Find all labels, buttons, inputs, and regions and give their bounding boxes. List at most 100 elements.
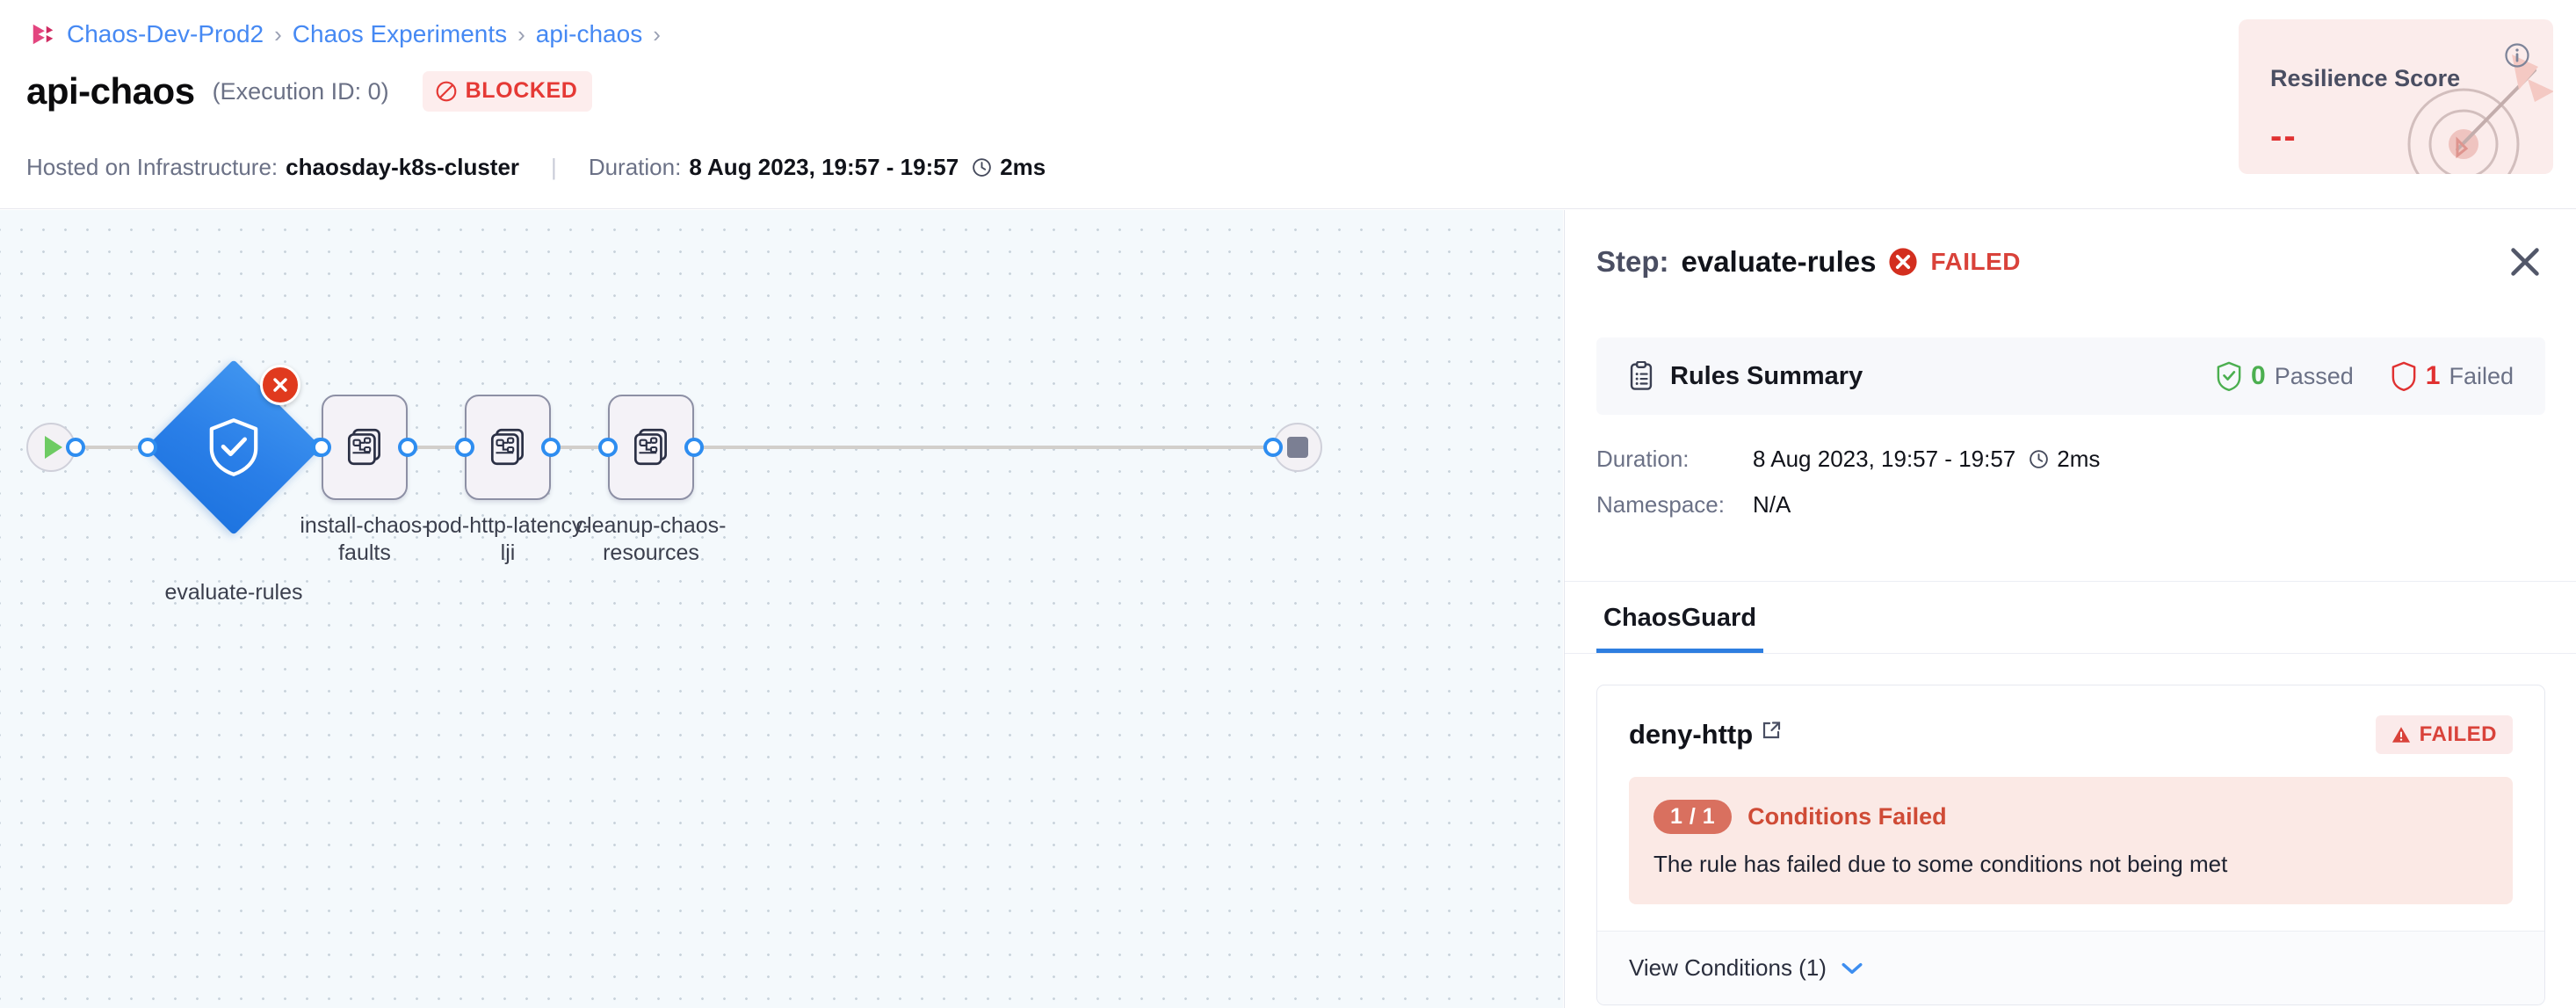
rule-status-label: FAILED	[2419, 722, 2497, 746]
rules-summary-title: Rules Summary	[1670, 361, 1863, 390]
breadcrumb-item-api-chaos[interactable]: api-chaos	[535, 20, 643, 47]
port-in[interactable]	[138, 438, 157, 457]
detail-value: 8 Aug 2023, 19:57 - 19:57 2ms	[1753, 446, 2100, 473]
duration-elapsed: 2ms	[1000, 154, 1046, 180]
pipeline-node-install-chaos-faults[interactable]: install-chaos- faults	[300, 395, 430, 565]
status-badge: BLOCKED	[422, 71, 593, 112]
connector	[959, 446, 1099, 449]
port-in[interactable]	[1263, 438, 1283, 457]
pipeline-end-node[interactable]	[1263, 423, 1322, 472]
external-link-icon[interactable]	[1761, 720, 1782, 741]
pipeline-canvas[interactable]: evaluate-rules instal	[0, 210, 1563, 1008]
connector	[1099, 446, 1273, 449]
detail-key: Duration:	[1596, 446, 1690, 472]
shield-outline-icon	[2391, 361, 2416, 391]
port-out[interactable]	[541, 438, 561, 457]
breadcrumb-item-project[interactable]: Chaos-Dev-Prod2	[67, 20, 264, 47]
node-status-badge-failed	[260, 365, 300, 405]
clock-icon	[973, 158, 991, 177]
harness-logo	[33, 24, 54, 45]
tab-chaosguard[interactable]: ChaosGuard	[1596, 590, 1764, 653]
pipeline-start-node[interactable]	[26, 423, 85, 472]
start-circle	[26, 423, 76, 472]
port-out[interactable]	[684, 438, 704, 457]
detail-duration-elapsed: 2ms	[2057, 446, 2101, 472]
port-out[interactable]	[398, 438, 417, 457]
infra-value: chaosday-k8s-cluster	[286, 154, 520, 180]
infra-label: Hosted on Infrastructure:	[26, 154, 279, 180]
pipeline-node-cleanup-chaos-resources[interactable]: cleanup-chaos- resources	[576, 395, 726, 565]
step-details-panel: Step: evaluate-rules FAILED	[1564, 210, 2576, 1008]
node-label: pod-http-latency- lji	[425, 513, 590, 565]
warning-triangle-icon	[2391, 727, 2410, 743]
rules-summary-stats: 0 Passed 1 Failed	[2216, 361, 2514, 391]
view-conditions-label: View Conditions (1)	[1629, 954, 1827, 981]
conditions-failed-label: Conditions Failed	[1747, 803, 1947, 830]
conditions-failed-box: 1 / 1 Conditions Failed The rule has fai…	[1629, 777, 2513, 904]
resilience-score-card: Resilience Score --	[2239, 19, 2553, 174]
chaos-fault-icon	[633, 428, 667, 466]
view-conditions-toggle[interactable]: View Conditions (1)	[1597, 931, 2544, 1004]
clock-icon	[2030, 450, 2049, 468]
connector	[814, 446, 959, 449]
rules-summary-left: Rules Summary	[1628, 361, 1863, 391]
node-label: cleanup-chaos- resources	[575, 513, 727, 565]
conditions-failed-message: The rule has failed due to some conditio…	[1653, 851, 2228, 877]
pipeline-node-evaluate-rules[interactable]: evaluate-rules	[138, 359, 329, 605]
conditions-count-badge: 1 / 1	[1653, 800, 1733, 834]
step-details-list: Duration: 8 Aug 2023, 19:57 - 19:57 2ms …	[1596, 446, 2545, 537]
port-in[interactable]	[598, 438, 618, 457]
panel-status-label: FAILED	[1930, 248, 2022, 275]
task-box	[465, 395, 551, 500]
close-icon[interactable]	[2505, 242, 2545, 282]
panel-header: Step: evaluate-rules FAILED	[1565, 210, 2576, 321]
detail-value: N/A	[1753, 491, 1791, 518]
breadcrumb-separator: ›	[517, 21, 525, 47]
resilience-score-value: --	[2270, 117, 2297, 156]
rule-name: deny-http	[1629, 719, 1754, 750]
chevron-down-icon[interactable]	[1841, 961, 1863, 975]
rules-failed-count: 1	[2425, 361, 2441, 390]
detail-row-duration: Duration: 8 Aug 2023, 19:57 - 19:57 2ms	[1596, 446, 2545, 473]
shield-check-icon	[209, 418, 258, 476]
chaos-fault-icon	[490, 428, 524, 466]
port-in[interactable]	[312, 438, 331, 457]
chaos-fault-icon	[347, 428, 380, 466]
detail-duration-range: 8 Aug 2023, 19:57 - 19:57	[1753, 446, 2016, 472]
conditions-failed-row: 1 / 1 Conditions Failed	[1653, 800, 2488, 834]
rules-passed-count: 0	[2251, 361, 2266, 390]
execution-id: (Execution ID: 0)	[212, 77, 389, 105]
page-title: api-chaos	[26, 70, 195, 112]
info-icon[interactable]	[2504, 42, 2530, 69]
shield-check-icon	[2217, 361, 2241, 391]
rules-passed-stat: 0 Passed	[2216, 361, 2354, 391]
breadcrumb-separator: ›	[274, 21, 282, 47]
pipeline-node-pod-http-latency-lji[interactable]: pod-http-latency- lji	[425, 395, 590, 565]
diamond-content	[146, 359, 322, 535]
meta-row: Hosted on Infrastructure: chaosday-k8s-c…	[26, 154, 1046, 181]
breadcrumb: Chaos-Dev-Prod2 › Chaos Experiments › ap…	[30, 19, 661, 49]
detail-key: Namespace:	[1596, 491, 1725, 518]
diamond-shape	[146, 359, 322, 535]
rule-card-deny-http: deny-http FAILED 1 / 1	[1596, 685, 2545, 1005]
task-box	[322, 395, 408, 500]
page-header: Chaos-Dev-Prod2 › Chaos Experiments › ap…	[0, 0, 2576, 209]
port-out[interactable]	[66, 438, 85, 457]
blocked-icon	[436, 81, 457, 101]
target-dart-icon	[2407, 54, 2553, 174]
rules-summary-card: Rules Summary 0 Passed 1 Failed	[1596, 337, 2545, 415]
status-badge-label: BLOCKED	[465, 78, 578, 103]
rules-failed-label: Failed	[2449, 362, 2514, 389]
stop-icon	[1287, 437, 1308, 458]
node-label: install-chaos- faults	[300, 513, 430, 565]
connector	[673, 446, 814, 449]
breadcrumb-item-experiments[interactable]: Chaos Experiments	[292, 20, 508, 47]
breadcrumb-separator-trailing: ›	[653, 21, 661, 47]
port-in[interactable]	[455, 438, 474, 457]
rule-status-badge: FAILED	[2375, 715, 2513, 754]
error-x-icon	[273, 378, 287, 392]
duration-label: Duration:	[588, 154, 682, 180]
rules-failed-stat: 1 Failed	[2391, 361, 2514, 391]
rules-passed-label: Passed	[2274, 362, 2354, 389]
